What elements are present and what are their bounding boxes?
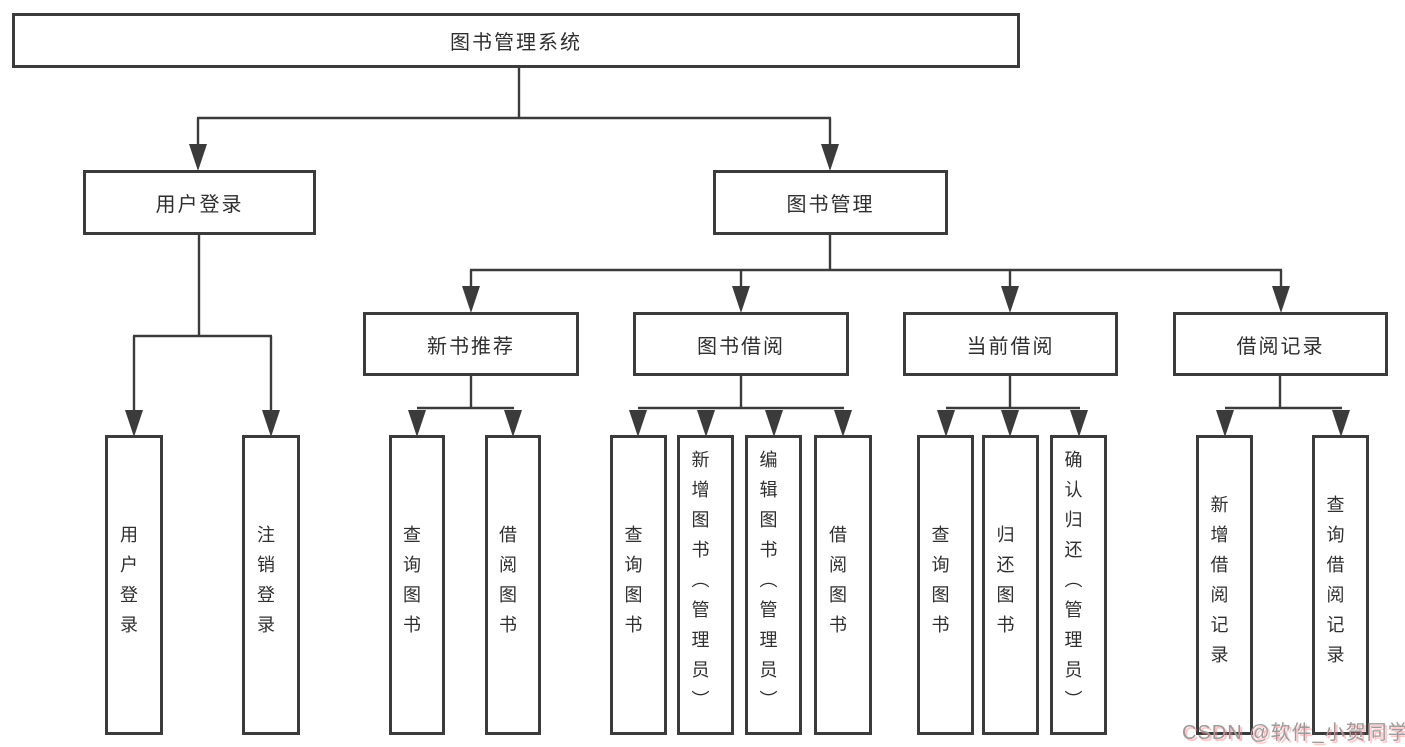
- node-new-book-recommend: 新书推荐: [363, 312, 579, 376]
- node-query-borrow-record: 查询借阅记录: [1312, 435, 1369, 735]
- node-label: 借阅图书: [827, 525, 847, 645]
- node-label: 查询图书: [929, 525, 950, 645]
- node-query-book-recommend: 查询图书: [389, 435, 445, 735]
- node-user-login: 用户登录: [83, 170, 316, 235]
- node-user-login-leaf: 用户登录: [105, 435, 163, 735]
- node-borrow-book: 借阅图书: [814, 435, 872, 735]
- node-label: 借阅图书: [497, 525, 517, 645]
- node-label: 归还图书: [994, 525, 1015, 645]
- node-label: 确认归还（管理员）: [1062, 450, 1083, 720]
- node-borrowing-records: 借阅记录: [1173, 312, 1388, 376]
- node-return-book: 归还图书: [982, 435, 1039, 735]
- node-label: 查询借阅记录: [1324, 495, 1345, 675]
- node-label: 新增借阅记录: [1208, 495, 1229, 675]
- node-book-management: 图书管理: [713, 170, 948, 235]
- node-label: 新书推荐: [427, 335, 515, 358]
- node-query-book-borrowing: 查询图书: [610, 435, 667, 735]
- node-confirm-return-admin: 确认归还（管理员）: [1050, 435, 1107, 735]
- node-logout: 注销登录: [242, 435, 300, 735]
- node-label: 当前借阅: [966, 335, 1055, 358]
- node-label: 注销登录: [255, 525, 275, 645]
- node-edit-book-admin: 编辑图书（管理员）: [745, 435, 802, 735]
- node-library-management-system: 图书管理系统: [12, 13, 1020, 68]
- node-label: 图书管理系统: [450, 32, 582, 54]
- node-label: 编辑图书（管理员）: [757, 450, 778, 720]
- node-book-borrowing: 图书借阅: [633, 312, 849, 376]
- node-label: 查询图书: [401, 525, 421, 645]
- node-label: 借阅记录: [1236, 335, 1325, 358]
- node-query-book-current: 查询图书: [917, 435, 974, 735]
- csdn-watermark: CSDN @软件_小贺同学: [1182, 722, 1405, 744]
- node-add-borrow-record: 新增借阅记录: [1196, 435, 1253, 735]
- node-label: 用户登录: [155, 194, 244, 216]
- node-current-borrowing: 当前借阅: [903, 312, 1118, 376]
- node-add-book-admin: 新增图书（管理员）: [677, 435, 734, 735]
- node-label: 新增图书（管理员）: [689, 450, 710, 720]
- node-label: 查询图书: [622, 525, 643, 645]
- node-borrow-book-recommend: 借阅图书: [485, 435, 541, 735]
- node-label: 用户登录: [118, 525, 138, 645]
- node-label: 图书管理: [786, 194, 875, 216]
- node-label: 图书借阅: [697, 335, 785, 358]
